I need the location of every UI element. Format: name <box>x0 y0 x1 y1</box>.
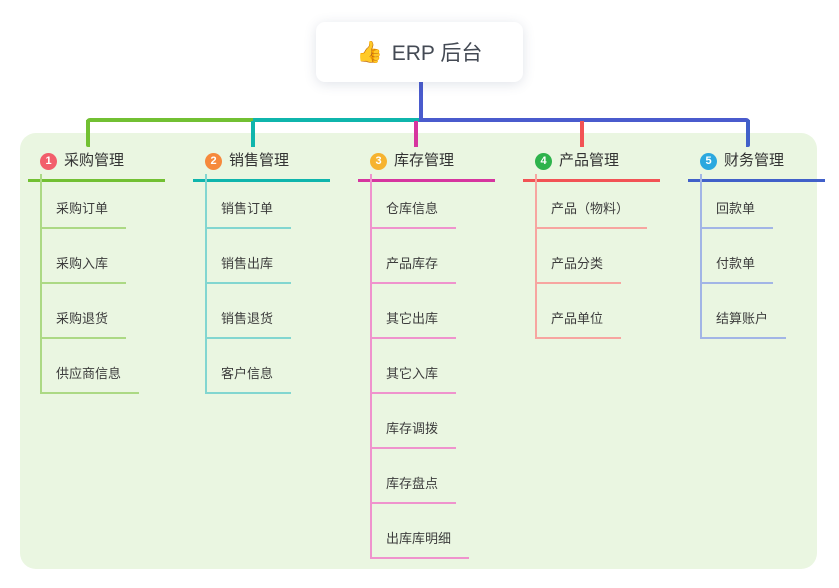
branch-title: 采购管理 <box>64 152 125 169</box>
root-node-label: ERP 后台 <box>391 42 483 65</box>
branch-children-list: 产品（物料） 产品分类产品单位 <box>535 174 673 339</box>
connector-segment-branch2 <box>253 118 423 122</box>
child-node[interactable]: 销售退货 <box>207 311 292 339</box>
branch-column-2: 2 销售管理销售订单销售出库销售退货客户信息 <box>193 150 343 394</box>
branch-number-badge: 3 <box>370 152 387 170</box>
branch-title: 财务管理 <box>724 152 785 169</box>
connector-drop-branch3 <box>414 121 418 147</box>
child-node[interactable]: 产品单位 <box>537 311 622 339</box>
child-node[interactable]: 产品库存 <box>372 256 457 284</box>
child-node[interactable]: 客户信息 <box>207 366 292 394</box>
branch-node-2[interactable]: 2 销售管理 <box>193 150 330 182</box>
branch-column-4: 4 产品管理产品（物料） 产品分类产品单位 <box>523 150 673 339</box>
branch-title: 产品管理 <box>559 152 620 169</box>
child-node[interactable]: 库存调拨 <box>372 421 457 449</box>
child-node[interactable]: 仓库信息 <box>372 201 457 229</box>
connector-segment-branch1 <box>86 118 255 122</box>
child-node[interactable]: 销售订单 <box>207 201 292 229</box>
child-node[interactable]: 采购订单 <box>42 201 127 229</box>
child-node[interactable]: 采购退货 <box>42 311 127 339</box>
connector-drop-branch4 <box>580 121 584 147</box>
child-node-row: 产品（物料） <box>537 174 673 229</box>
child-node-row: 出库库明细 <box>372 504 508 559</box>
connector-drop-branch5 <box>746 120 750 147</box>
child-node[interactable]: 结算账户 <box>702 311 787 339</box>
child-node-row: 采购订单 <box>42 174 178 229</box>
branch-column-1: 1 采购管理采购订单采购入库采购退货供应商信息 <box>28 150 178 394</box>
child-node[interactable]: 产品分类 <box>537 256 622 284</box>
branch-title: 销售管理 <box>229 152 290 169</box>
child-node-row: 供应商信息 <box>42 339 178 394</box>
child-node[interactable]: 出库库明细 <box>372 531 470 559</box>
mindmap-canvas-panel <box>20 133 817 569</box>
branch-column-3: 3 库存管理仓库信息产品库存其它出库其它入库库存调拨库存盘点出库库明细 <box>358 150 508 559</box>
child-node[interactable]: 其它出库 <box>372 311 457 339</box>
child-node-row: 产品单位 <box>537 284 673 339</box>
child-node[interactable]: 付款单 <box>702 256 774 284</box>
child-node-row: 库存盘点 <box>372 449 508 504</box>
child-node-row: 其它入库 <box>372 339 508 394</box>
branch-node-4[interactable]: 4 产品管理 <box>523 150 660 182</box>
connector-drop-branch2 <box>251 121 255 147</box>
child-node-row: 产品库存 <box>372 229 508 284</box>
child-node-row: 采购入库 <box>42 229 178 284</box>
child-node[interactable]: 供应商信息 <box>42 366 140 394</box>
connector-segment-right <box>419 118 750 122</box>
child-node-row: 销售出库 <box>207 229 343 284</box>
child-node-row: 采购退货 <box>42 284 178 339</box>
child-node-row: 销售订单 <box>207 174 343 229</box>
branch-node-5[interactable]: 5 财务管理 <box>688 150 825 182</box>
child-node[interactable]: 其它入库 <box>372 366 457 394</box>
child-node[interactable]: 采购入库 <box>42 256 127 284</box>
branch-children-list: 销售订单销售出库销售退货客户信息 <box>205 174 343 394</box>
child-node-row: 付款单 <box>702 229 838 284</box>
branch-number-badge: 5 <box>700 152 717 170</box>
root-trunk-connector <box>419 82 423 122</box>
child-node[interactable]: 产品（物料） <box>537 201 648 229</box>
branch-children-list: 采购订单采购入库采购退货供应商信息 <box>40 174 178 394</box>
branch-node-1[interactable]: 1 采购管理 <box>28 150 165 182</box>
child-node-row: 销售退货 <box>207 284 343 339</box>
child-node-row: 库存调拨 <box>372 394 508 449</box>
branch-children-list: 回款单付款单结算账户 <box>700 174 838 339</box>
branch-children-list: 仓库信息产品库存其它出库其它入库库存调拨库存盘点出库库明细 <box>370 174 508 559</box>
child-node-row: 其它出库 <box>372 284 508 339</box>
root-node[interactable]: 👍 ERP 后台 <box>316 22 523 82</box>
child-node-row: 结算账户 <box>702 284 838 339</box>
child-node-row: 客户信息 <box>207 339 343 394</box>
branch-number-badge: 1 <box>40 152 57 170</box>
branch-number-badge: 4 <box>535 152 552 170</box>
branch-node-3[interactable]: 3 库存管理 <box>358 150 495 182</box>
child-node-row: 产品分类 <box>537 229 673 284</box>
child-node[interactable]: 销售出库 <box>207 256 292 284</box>
child-node-row: 回款单 <box>702 174 838 229</box>
child-node-row: 仓库信息 <box>372 174 508 229</box>
branch-column-5: 5 财务管理回款单付款单结算账户 <box>688 150 838 339</box>
child-node[interactable]: 库存盘点 <box>372 476 457 504</box>
child-node[interactable]: 回款单 <box>702 201 774 229</box>
branch-number-badge: 2 <box>205 152 222 170</box>
branch-title: 库存管理 <box>394 152 455 169</box>
connector-drop-branch1 <box>86 120 90 147</box>
thumbs-up-icon: 👍 <box>356 40 383 64</box>
